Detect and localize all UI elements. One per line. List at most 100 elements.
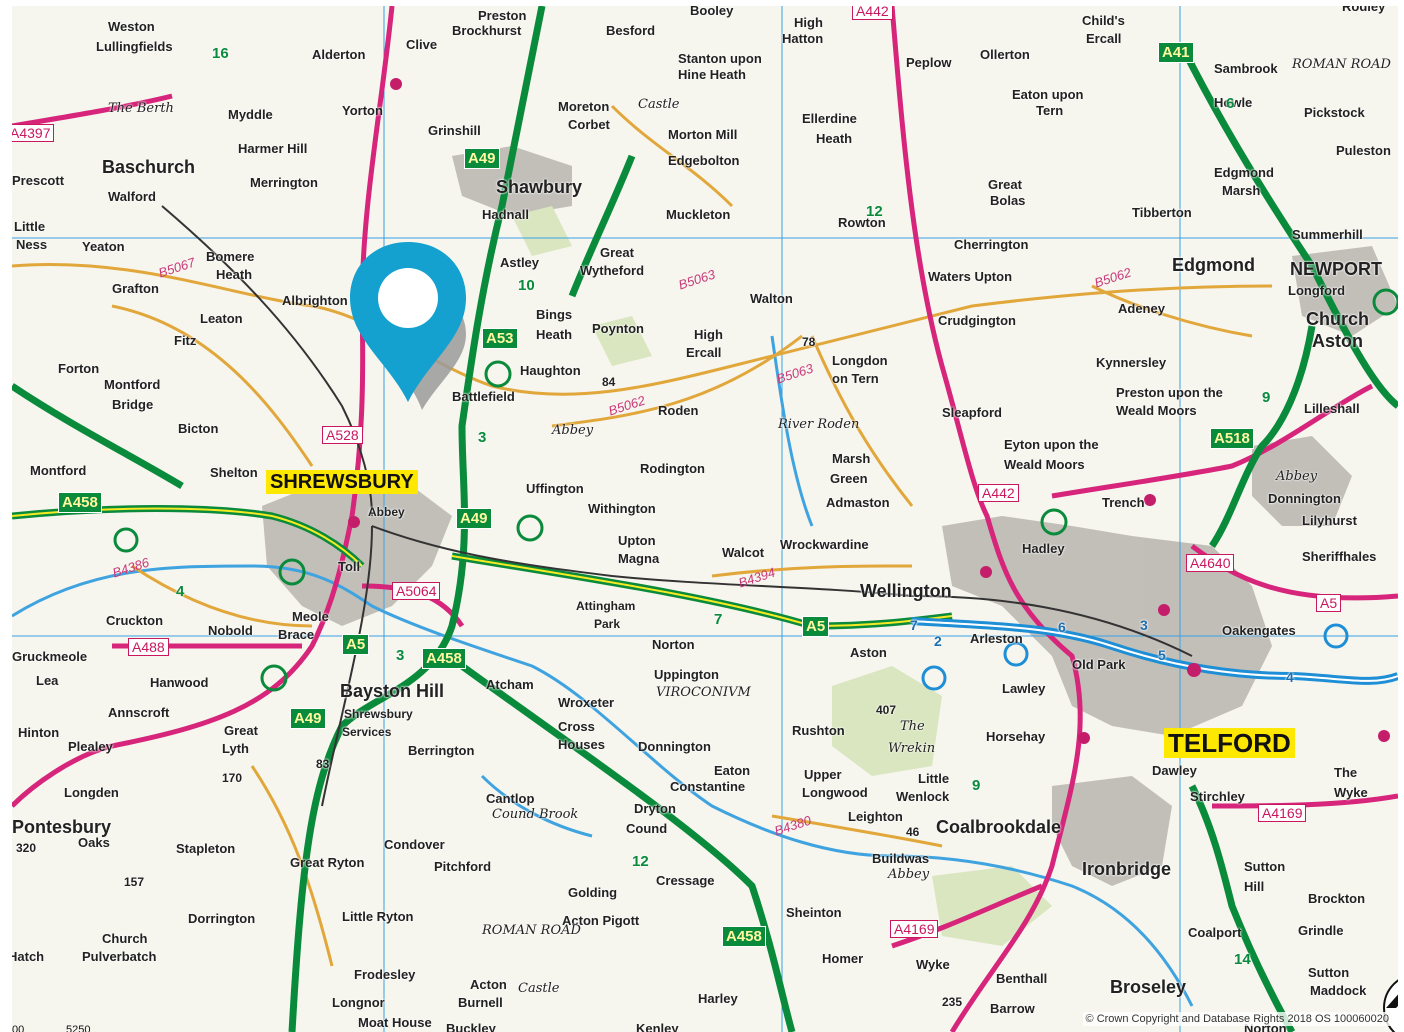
place-label: Sheinton [786,905,842,920]
primary-road-shield: A5 [342,634,370,655]
place-label: Barrow [990,1001,1035,1016]
place-label: Park [594,617,621,631]
place-label: Great Ryton [290,855,365,870]
feature-label: Abbey [552,423,594,438]
place-label: Bicton [178,421,219,436]
motorway-junction: 6 [1058,619,1066,635]
place-label: Harmer Hill [238,141,308,156]
place-label: Baschurch [102,157,196,177]
primary-road-shield: A53 [482,328,518,349]
place-label: Summerhill [1292,227,1363,242]
place-label: Rodley [1342,6,1386,14]
place-label: Cherrington [954,237,1029,252]
a-road-label: A4397 [12,124,55,142]
place-label: Lea [36,673,59,688]
primary-road-shield: A49 [464,148,500,169]
place-label: Hill [1244,879,1265,894]
place-label: Withington [588,501,656,516]
a-road-label: A528 [322,426,363,444]
place-label: Donnington [1268,491,1341,506]
place-label: Bayston Hill [340,681,445,701]
place-label: Benthall [996,971,1048,986]
place-label: Great [600,245,634,260]
distance-number: 4 [176,583,185,600]
feature-label: Castle [638,97,680,112]
a-road-label: A442 [978,484,1019,502]
place-label: Lawley [1002,681,1046,696]
spot-height: 320 [16,841,37,855]
place-label: Magna [618,551,660,566]
place-label: Weston [108,19,155,34]
place-label: Longden [64,785,119,800]
feature-label: The [900,719,925,734]
place-label: Golding [568,885,618,900]
place-label: Leaton [200,311,243,326]
place-label: Heath [216,267,253,282]
place-label: Uppington [654,667,719,682]
place-label: Preston upon the [1116,385,1223,400]
place-label: Nobold [208,623,253,638]
place-label: Eyton upon the [1004,437,1099,452]
place-label: Services [342,725,392,739]
a-road-label: A4640 [1186,554,1235,572]
place-label: Astley [500,255,540,270]
place-label: Meole [292,609,329,624]
motorway-junction: 5 [1158,647,1166,663]
place-label: Homer [822,951,864,966]
place-label: Hanwood [150,675,209,690]
place-label: Rodington [640,461,705,476]
place-label: Lullingfields [96,39,173,54]
distance-number: 3 [396,647,405,664]
place-label: Cound [626,821,668,836]
spot-height: 407 [876,703,897,717]
place-label: Ness [16,237,48,252]
place-label: Condover [384,837,445,852]
place-label: Walcot [722,545,765,560]
place-label: Moat House [358,1015,432,1030]
distance-number: 12 [866,203,883,220]
place-label: Alderton [312,47,366,62]
a-road-label: A5064 [392,582,441,600]
place-label: Longnor [332,995,385,1010]
place-label: Crudgington [938,313,1016,328]
place-label: Howle [1214,95,1253,110]
place-label: Haughton [520,363,581,378]
place-label: Preston [478,8,527,23]
primary-road-shield: A49 [456,508,492,529]
place-label: Brockton [1308,891,1366,906]
place-label: Constantine [670,779,746,794]
place-label: Eaton upon [1012,87,1084,102]
a-road-label: A4169 [890,920,939,938]
place-label: Edgebolton [668,153,740,168]
place-label: Corbet [568,117,610,132]
place-label: Cressage [656,873,715,888]
feature-label: VIROCONIVM [656,685,751,700]
place-label: Shrewsbury [344,707,413,721]
place-label: Tern [1036,103,1064,118]
place-label: Clive [406,37,438,52]
motorway-junction: 7 [910,617,918,633]
place-label: Great [988,177,1022,192]
spot-height: 78 [802,335,816,349]
place-label: Cruckton [106,613,164,628]
feature-label: Wrekin [888,741,936,756]
spot-height: 235 [942,995,963,1009]
place-label: Abbey [368,505,405,519]
place-label: Hatton [782,31,824,46]
a-road-label: A5 [1316,594,1342,612]
place-label: Hadnall [482,207,529,222]
primary-road-shield: A458 [722,926,766,947]
place-label: Walton [750,291,793,306]
place-label: Little Ryton [342,909,414,924]
place-label: Longdon [832,353,888,368]
place-label: Little [918,771,950,786]
place-label: Edgmond [1172,255,1255,275]
place-label: Pickstock [1304,105,1365,120]
place-label: Wrockwardine [780,537,869,552]
place-label: Stapleton [176,841,236,856]
place-label: Coalport [1188,925,1242,940]
primary-road-shield: A5 [802,616,830,637]
place-label: Maddock [1310,983,1367,998]
place-label: Green [830,471,868,486]
